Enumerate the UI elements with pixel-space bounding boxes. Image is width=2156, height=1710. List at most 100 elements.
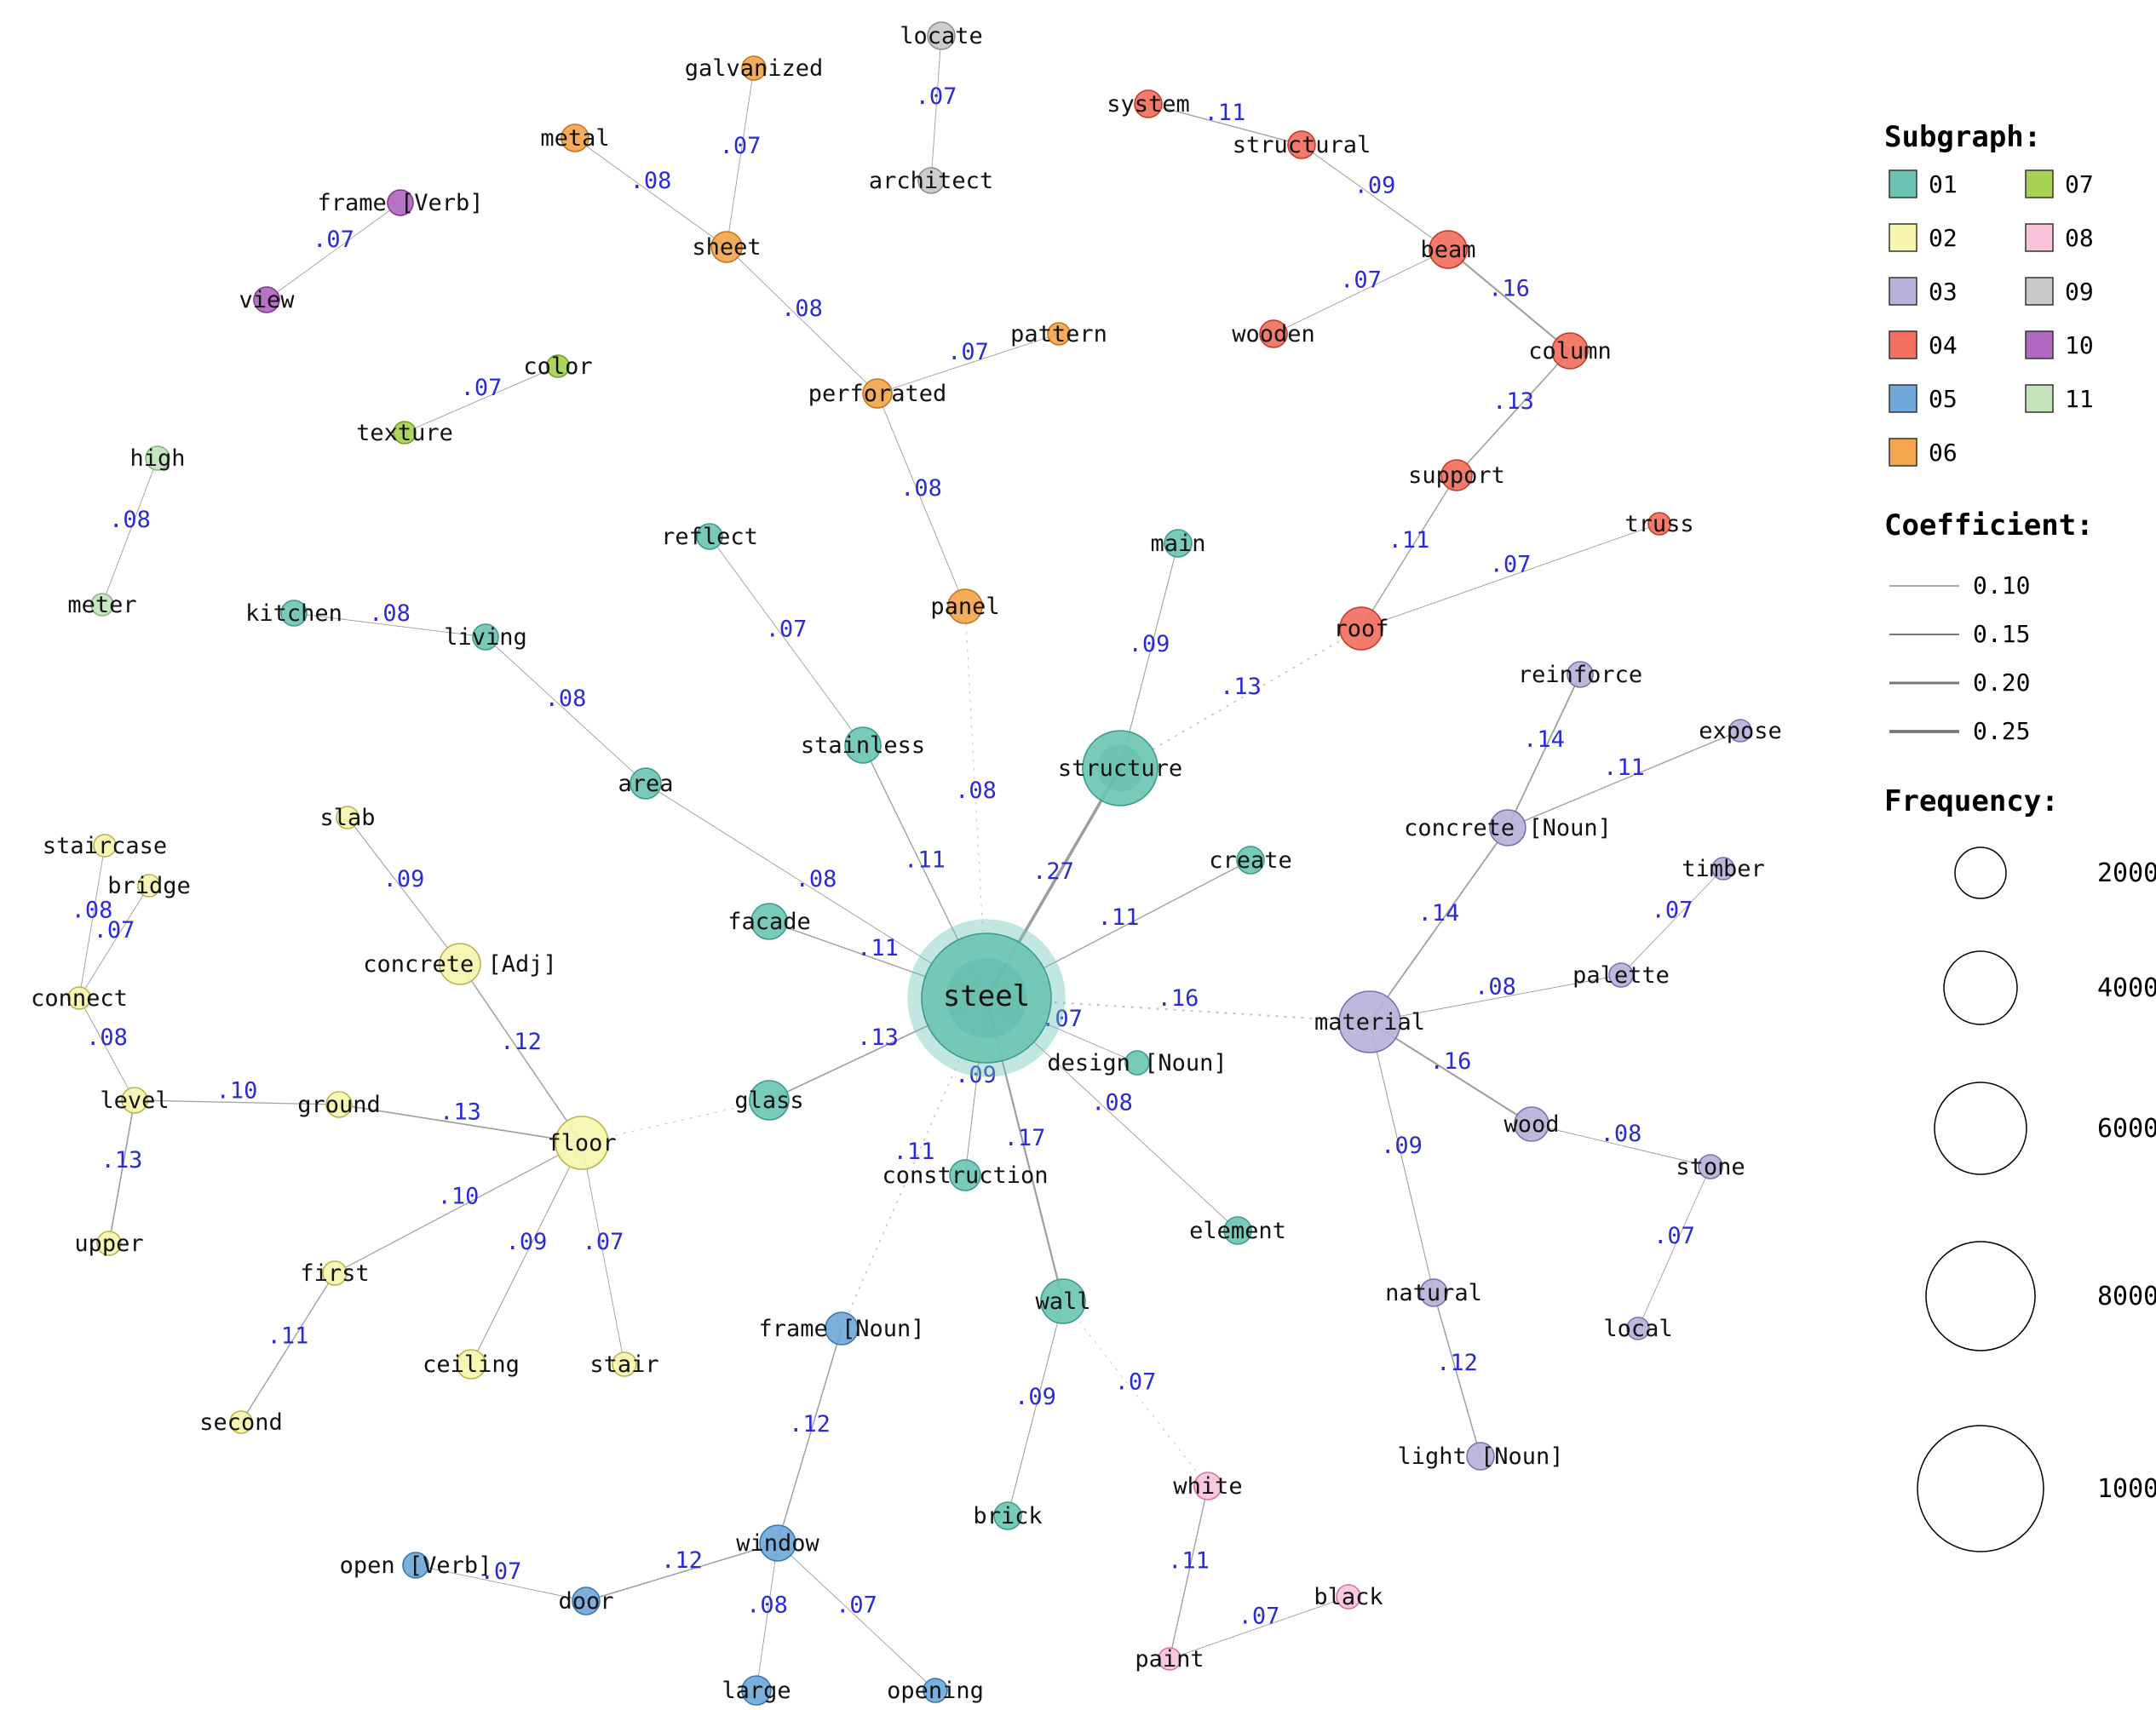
node-label-local: local [1603, 1316, 1672, 1342]
graph-node-beam [1429, 230, 1468, 269]
edge-coefficient-label: .09 [1129, 631, 1170, 657]
legend-swatch-label: 09 [2065, 278, 2094, 306]
legend-swatch-label: 10 [2065, 331, 2094, 359]
legend-subgraph-title: Subgraph: [1884, 120, 2041, 154]
graph-node-material [1338, 990, 1401, 1053]
edge-main-structure [1119, 542, 1179, 769]
edge-coefficient-label: .11 [894, 1139, 935, 1165]
legend-swatch-05 [1889, 384, 1917, 413]
edge-coefficient-label: .07 [461, 375, 503, 401]
graph-node-reflect [696, 523, 723, 550]
edge-coefficient-label: .11 [904, 847, 946, 874]
node-label-column: column [1528, 338, 1612, 364]
node-label-ground: ground [297, 1092, 381, 1118]
graph-node-architect [917, 167, 945, 194]
node-label-steel: steel [943, 979, 1030, 1013]
node-label-window: window [736, 1530, 819, 1557]
edge-coefficient-label: .12 [500, 1029, 542, 1055]
edge-coefficient-label: .07 [1239, 1604, 1280, 1630]
graph-node-reinforce [1567, 661, 1594, 688]
legend-swatch-09 [2025, 277, 2054, 306]
legend-swatch-label: 11 [2065, 385, 2094, 413]
edge-roof-structure [1119, 628, 1362, 769]
graph-node-palette [1608, 962, 1634, 988]
edge-coefficient-label: .27 [1032, 858, 1074, 885]
node-label-pattern: pattern [1010, 321, 1107, 347]
legend-frequency-label: 8000 [2097, 1282, 2156, 1311]
edge-coefficient-label: .09 [1381, 1133, 1423, 1159]
node-label-galvanized: galvanized [685, 55, 824, 82]
legend-coefficient-label: 0.10 [1973, 571, 2030, 600]
graph-node-area [630, 767, 662, 800]
graph-node-main [1164, 529, 1193, 558]
node-label-black: black [1314, 1584, 1383, 1610]
graph-node-door [572, 1587, 601, 1615]
node-label-sheet: sheet [692, 234, 761, 261]
legend-swatch-01 [1889, 169, 1917, 198]
edge-expose-concrete_noun [1507, 730, 1741, 829]
graph-node-metal [561, 123, 589, 152]
legend-swatch-11 [2025, 384, 2054, 413]
edge-window-opening [777, 1542, 936, 1691]
legend-frequency-title: Frequency: [1884, 784, 2059, 818]
node-label-meter: meter [67, 592, 136, 618]
edge-coefficient-label: .08 [86, 1024, 128, 1051]
edge-coefficient-label: .07 [1115, 1369, 1157, 1396]
graph-node-stair [612, 1351, 637, 1377]
graph-node-create [1236, 846, 1265, 875]
edge-coefficient-label: .07 [1490, 552, 1532, 578]
legend-swatch-label: 01 [1929, 170, 1958, 198]
node-label-expose: expose [1699, 718, 1782, 744]
node-label-perforated: perforated [808, 381, 947, 407]
legend-swatch-label: 03 [1929, 278, 1958, 306]
node-label-area: area [618, 771, 673, 797]
edge-wood-stone [1531, 1123, 1711, 1168]
edge-door-open_verb [415, 1564, 587, 1602]
edge-floor-first [334, 1142, 583, 1274]
edge-coefficient-label: .13 [440, 1099, 481, 1126]
graph-node-texture [393, 421, 417, 445]
graph-node-stone [1698, 1154, 1723, 1179]
edge-window-door [585, 1542, 779, 1602]
edge-slab-concrete_adj [347, 817, 461, 965]
edge-coefficient-label: .13 [1492, 388, 1534, 415]
edge-coefficient-label: .12 [789, 1411, 831, 1437]
graph-node-staircase [93, 834, 117, 858]
graph-node-concrete_adj [439, 943, 481, 985]
edge-white-paint [1169, 1485, 1209, 1660]
graph-node-bridge [137, 874, 161, 898]
edge-system-structural [1147, 103, 1302, 146]
legend-frequency-circle [1954, 846, 2007, 899]
edge-coefficient-label: .11 [267, 1323, 309, 1350]
node-label-large: large [722, 1678, 791, 1704]
node-label-paint: paint [1135, 1646, 1204, 1673]
node-label-open_verb: open [Verb] [340, 1552, 492, 1579]
node-label-facade: facade [727, 909, 811, 935]
graph-node-element [1223, 1216, 1252, 1245]
node-label-create: create [1209, 847, 1292, 874]
graph-node-frame_noun [825, 1311, 859, 1346]
graph-node-paint [1158, 1647, 1181, 1671]
node-label-slab: slab [319, 805, 375, 831]
graph-node-truss [1647, 512, 1671, 536]
edge-coefficient-label: .09 [383, 866, 425, 892]
graph-node-connect [67, 986, 91, 1010]
node-label-stair: stair [589, 1351, 658, 1378]
edge-coefficient-label: .13 [101, 1147, 143, 1173]
node-label-locate: locate [900, 23, 983, 49]
edge-coefficient-label: .08 [545, 686, 587, 712]
edge-floor-ceiling [470, 1142, 583, 1365]
node-label-construction: construction [882, 1162, 1048, 1189]
edge-beam-column [1447, 249, 1571, 352]
edge-coefficient-label: .08 [1601, 1121, 1642, 1147]
edge-color-texture [404, 365, 559, 433]
legend-frequency-label: 10000 [2097, 1474, 2156, 1504]
graph-node-color [546, 354, 570, 378]
legend-frequency-label: 2000 [2097, 858, 2156, 888]
graph-node-light_noun [1466, 1442, 1495, 1471]
node-label-stainless: stainless [801, 732, 925, 759]
graph-node-concrete_noun [1489, 809, 1526, 846]
node-label-wooden: wooden [1232, 321, 1315, 347]
edge-coefficient-label: .07 [1653, 1223, 1695, 1249]
